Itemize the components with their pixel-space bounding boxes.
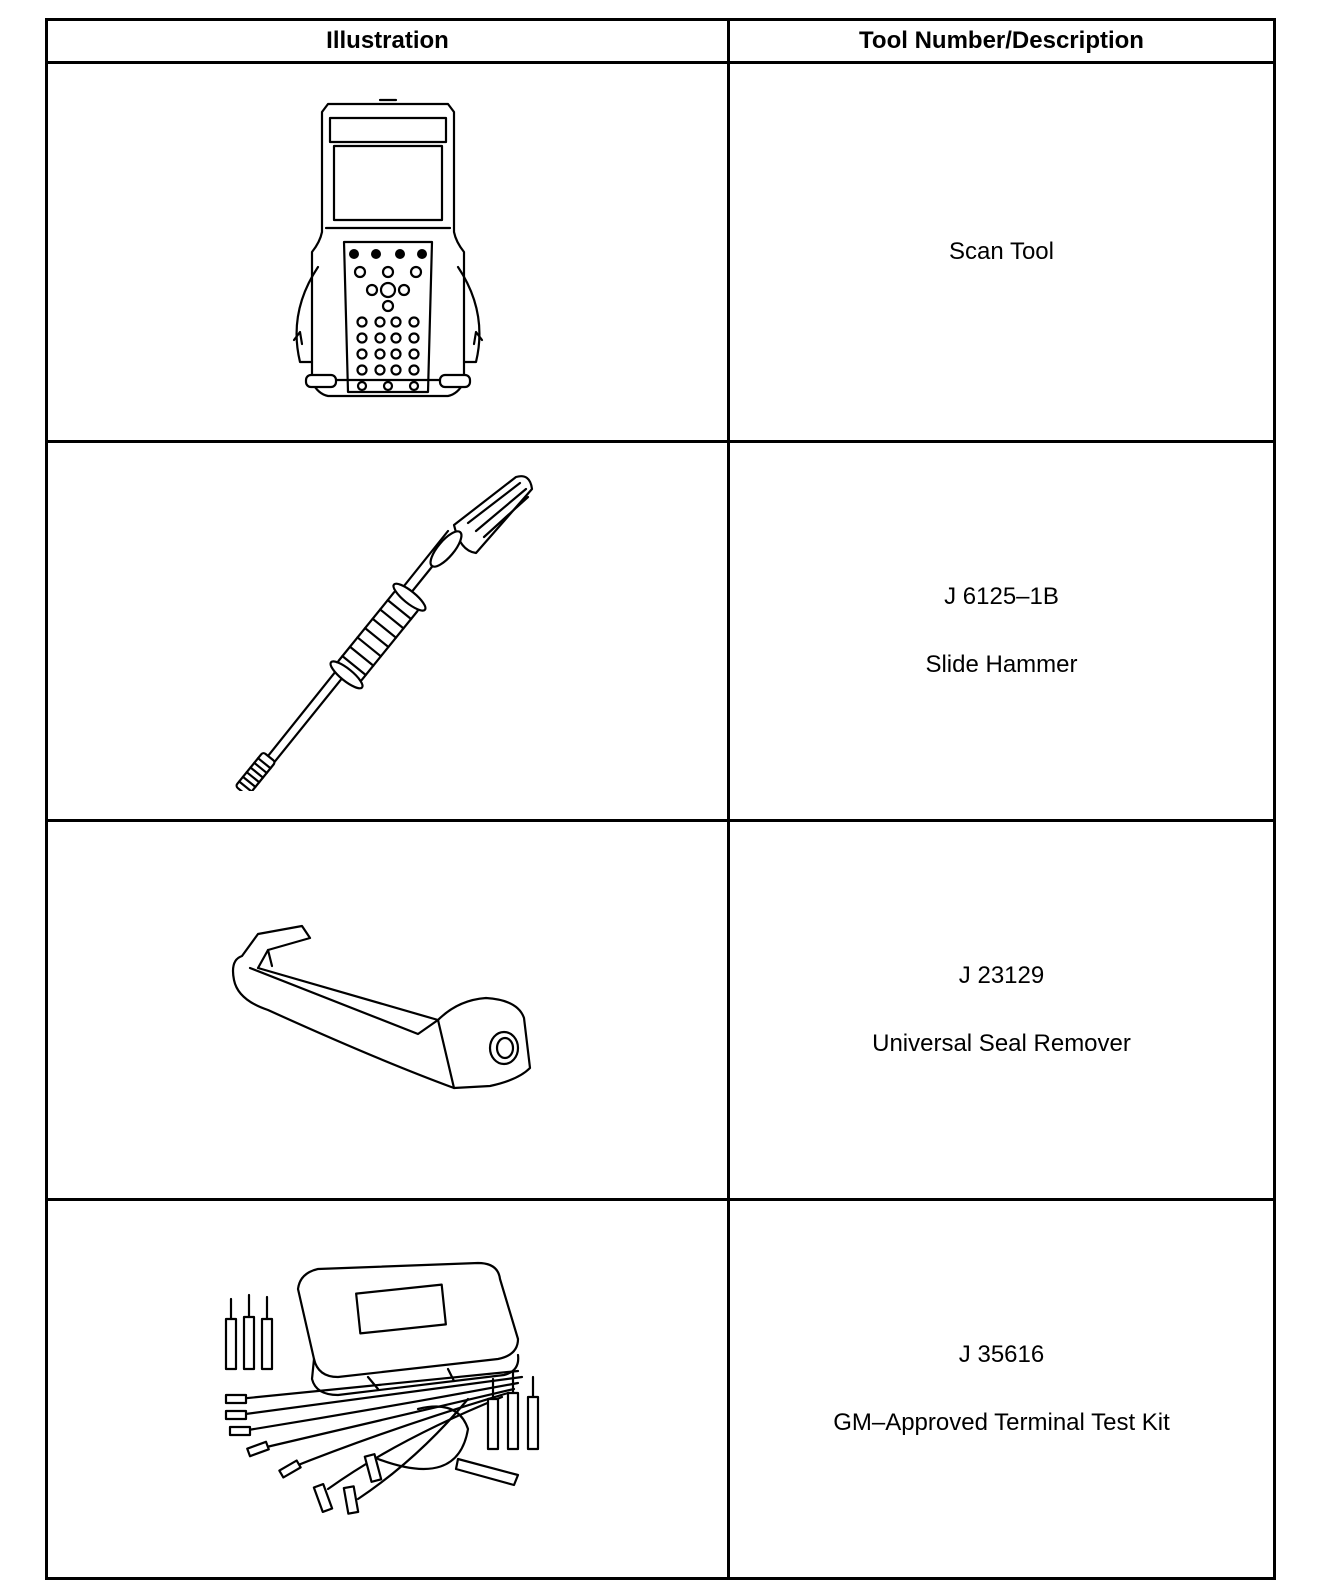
header-illustration: Illustration (45, 18, 730, 64)
illustration-cell (45, 819, 730, 1201)
description-cell: J 35616 GM–Approved Terminal Test Kit (727, 1198, 1276, 1580)
tool-description: Slide Hammer (925, 651, 1078, 678)
tool-number: J 35616 (958, 1341, 1045, 1368)
scan-tool-illustration (292, 98, 483, 398)
table-row: J 35616 GM–Approved Terminal Test Kit (45, 1198, 1276, 1580)
table-row: J 23129 Universal Seal Remover (45, 819, 1276, 1201)
tool-number: J 6125–1B (944, 583, 1059, 610)
tool-description: Scan Tool (949, 238, 1054, 265)
tool-description: GM–Approved Terminal Test Kit (833, 1409, 1170, 1436)
description-cell: J 6125–1B Slide Hammer (727, 440, 1276, 822)
slide-hammer-illustration (235, 475, 533, 791)
table-row: Scan Tool (45, 61, 1276, 443)
header-tool-number-description: Tool Number/Description (727, 18, 1276, 64)
illustration-cell (45, 440, 730, 822)
terminal-test-kit-illustration (224, 1261, 539, 1515)
illustration-cell (45, 61, 730, 443)
tool-description: Universal Seal Remover (872, 1030, 1131, 1057)
description-cell: J 23129 Universal Seal Remover (727, 819, 1276, 1201)
table-header-row: Illustration Tool Number/Description (45, 18, 1276, 64)
illustration-cell (45, 1198, 730, 1580)
seal-remover-illustration (231, 924, 531, 1090)
description-cell: Scan Tool (727, 61, 1276, 443)
table-row: J 6125–1B Slide Hammer (45, 440, 1276, 822)
special-tools-table: Illustration Tool Number/Description (45, 18, 1276, 1580)
tool-number: J 23129 (958, 962, 1045, 989)
